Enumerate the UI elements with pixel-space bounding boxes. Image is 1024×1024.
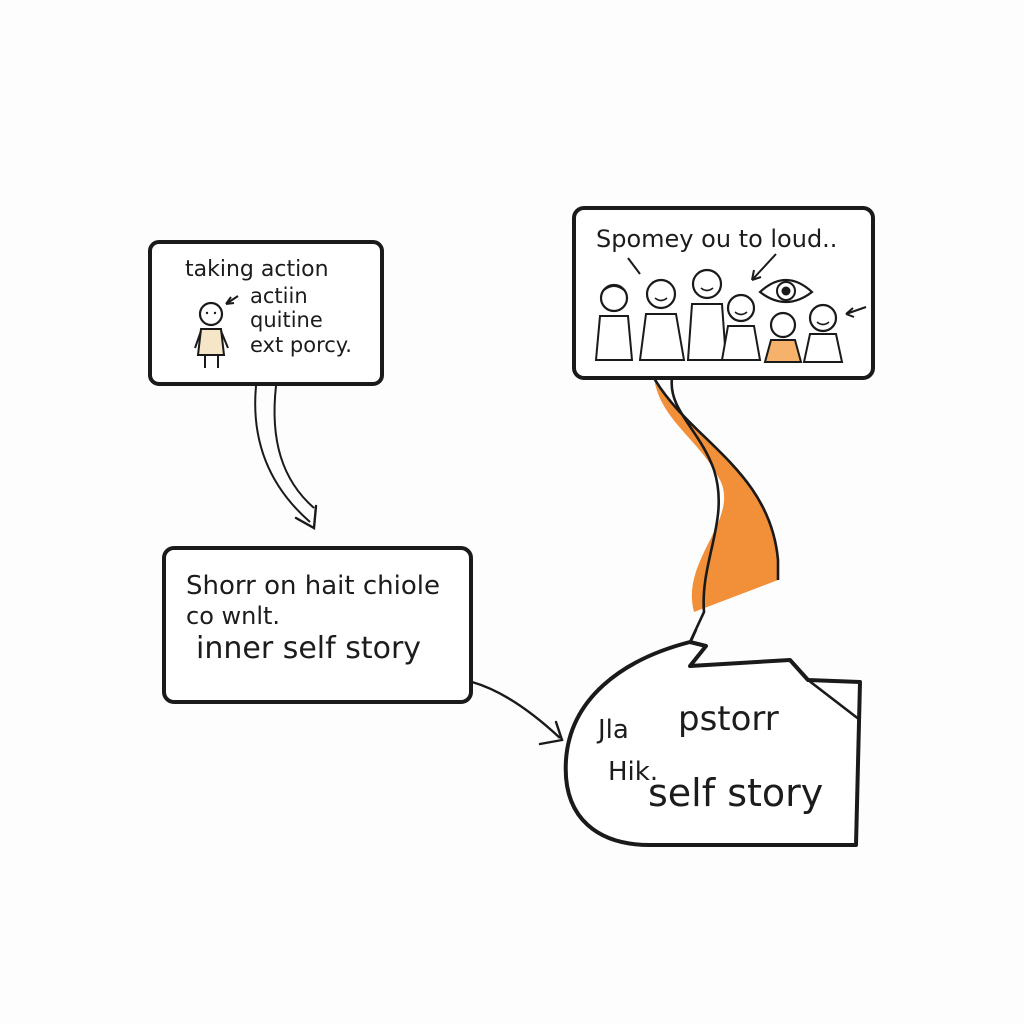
box-action-line4: ext porcy.: [250, 333, 352, 357]
crowd-person-2: [638, 278, 686, 361]
box-self-frame: [563, 640, 862, 847]
arrow-inner-to-self: [471, 680, 564, 746]
eye-icon: [758, 279, 814, 304]
box-loud-title: Spomey ou to loud..: [596, 225, 837, 253]
stick-person-icon: [194, 301, 229, 368]
box-inner-self-story: Shorr on hait chiole co wnlt. inner self…: [162, 546, 473, 704]
crowd-person-1: [594, 283, 634, 361]
crowd-person-6: [802, 303, 844, 363]
box-self-line3: Hik.: [608, 757, 658, 787]
crowd-person-4: [720, 293, 762, 361]
loud-pointer-arrow-left: [627, 257, 641, 275]
box-self-line4: self story: [648, 771, 823, 815]
ribbon-arrow-loud-to-self: [652, 377, 780, 650]
arrow-action-to-inner: [254, 385, 318, 530]
box-action-line1: taking action: [185, 257, 329, 282]
loud-pointer-arrow-right: [845, 306, 867, 318]
box-self-line2: pstorr: [678, 699, 779, 739]
box-taking-action: taking action actiin quitine ext porcy.: [148, 240, 384, 386]
box-action-line3: quitine: [250, 308, 323, 332]
box-self-folded-corner: [807, 678, 861, 722]
crowd-person-5: [763, 311, 803, 363]
box-action-line2: actiin: [250, 284, 308, 308]
box-inner-frame: [162, 546, 473, 704]
ribbon-inner-edge: [670, 377, 721, 643]
crowd-person-3: [686, 268, 728, 361]
box-self-line1: Jla: [596, 715, 629, 745]
action-pointer-arrowhead: [225, 296, 235, 305]
box-inner-line1: Shorr on hait chiole: [186, 571, 440, 601]
loud-pointer-arrow-mid: [751, 253, 777, 281]
box-inner-line2: co wnlt.: [186, 602, 280, 630]
box-inner-line3: inner self story: [196, 631, 421, 666]
ribbon-outer-edge: [652, 377, 780, 580]
box-self-story: Jla pstorr Hik. self story: [563, 640, 862, 847]
ribbon-orange-fill: [654, 378, 778, 612]
box-loud-crowd: Spomey ou to loud..: [572, 206, 875, 380]
